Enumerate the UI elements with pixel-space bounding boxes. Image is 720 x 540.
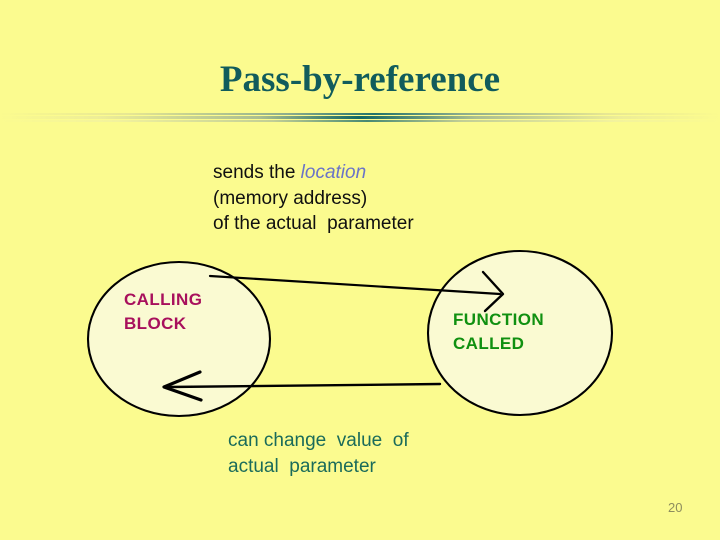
top-note-line3: of the actual parameter xyxy=(213,213,414,234)
calling-block-label: CALLING BLOCK xyxy=(124,288,202,336)
bottom-note-line2: actual parameter xyxy=(228,456,376,477)
calling-block-label-line2: BLOCK xyxy=(124,314,187,333)
function-called-label-line1: FUNCTION xyxy=(453,310,545,329)
divider-band-top xyxy=(0,113,720,115)
bottom-note-text: can change value of actual parameter xyxy=(228,428,409,480)
arrow-left-bottom xyxy=(162,370,442,402)
function-called-label: FUNCTION CALLED xyxy=(453,308,544,356)
function-called-label-line2: CALLED xyxy=(453,334,525,353)
page-number: 20 xyxy=(668,500,683,515)
calling-block-circle xyxy=(86,260,272,418)
top-note-line1-prefix: sends the xyxy=(213,162,301,183)
page-title: Pass-by-reference xyxy=(219,59,501,100)
top-note-line2: (memory address) xyxy=(213,187,368,209)
bottom-note-line1: can change value of xyxy=(228,430,409,451)
divider-band-middle xyxy=(0,116,720,119)
top-note-text: sends the location (memory address) of t… xyxy=(213,160,414,237)
top-note-emphasis-location: location xyxy=(300,162,367,183)
arrow-right-top xyxy=(208,270,505,313)
calling-block-label-line1: CALLING xyxy=(124,290,203,309)
divider-band-bottom xyxy=(0,120,720,122)
title-divider-rule xyxy=(0,112,720,124)
